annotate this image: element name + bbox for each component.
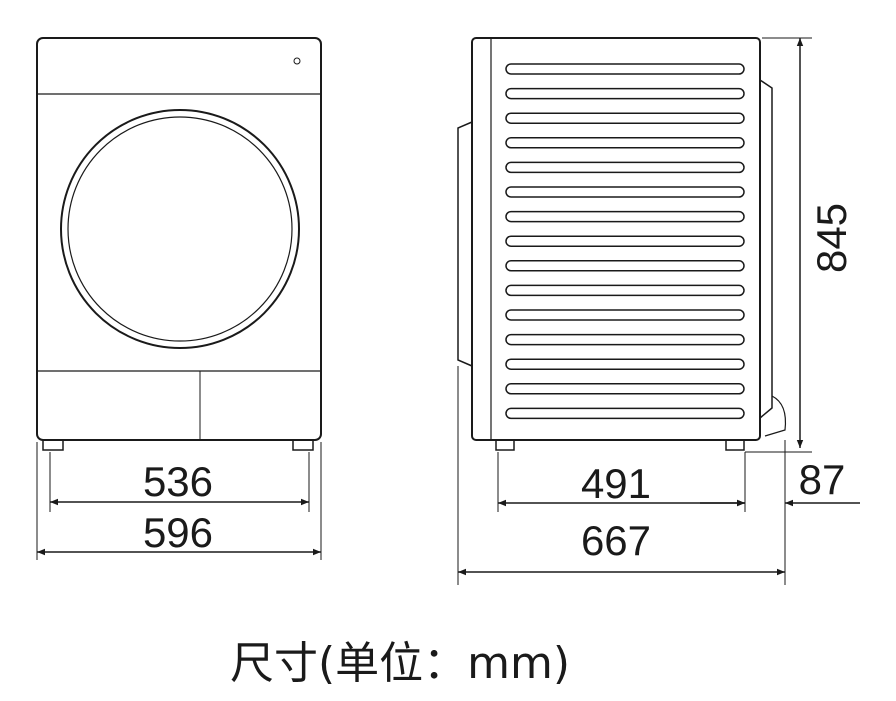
front-left-foot [42, 439, 64, 451]
front-body-outline [36, 37, 322, 441]
units-caption: 尺寸(单位：mm) [230, 638, 570, 689]
dim-label-536: 536 [143, 458, 213, 505]
side-back-protrusion [759, 79, 773, 419]
vent-slat [505, 137, 745, 149]
vent-slat [505, 186, 745, 198]
vent-slat [505, 284, 745, 297]
side-back-foot [725, 439, 745, 451]
vent-slat [505, 309, 745, 321]
front-extension-lines [36, 442, 322, 560]
side-body-outline [471, 37, 761, 441]
side-back-hose-hook [764, 395, 787, 437]
front-right-foot [292, 439, 314, 451]
vent-slat [505, 383, 745, 395]
vent-slat [505, 87, 745, 100]
power-button-icon [293, 57, 301, 65]
dim-label-596: 596 [143, 509, 213, 556]
vent-slat [505, 235, 745, 247]
vent-slat [505, 112, 745, 124]
door-outer-ring [60, 109, 300, 349]
vent-slat [505, 333, 745, 346]
dim-label-845: 845 [808, 203, 855, 273]
front-view [36, 37, 322, 451]
door-inner-ring [67, 116, 293, 342]
vent-slat [505, 161, 745, 174]
vent-slat [505, 63, 745, 75]
vent-slat [505, 358, 745, 370]
side-front-foot [495, 439, 515, 451]
dim-label-667: 667 [581, 517, 651, 564]
vent-slat [505, 407, 745, 420]
dim-label-87: 87 [799, 456, 846, 503]
side-view [457, 37, 787, 451]
side-door-bulge [457, 121, 473, 367]
dim-label-491: 491 [581, 460, 651, 507]
side-extension-lines [457, 37, 812, 585]
vent-slat [505, 210, 745, 223]
vent-slat [505, 260, 745, 272]
side-vent-slats [505, 63, 745, 420]
